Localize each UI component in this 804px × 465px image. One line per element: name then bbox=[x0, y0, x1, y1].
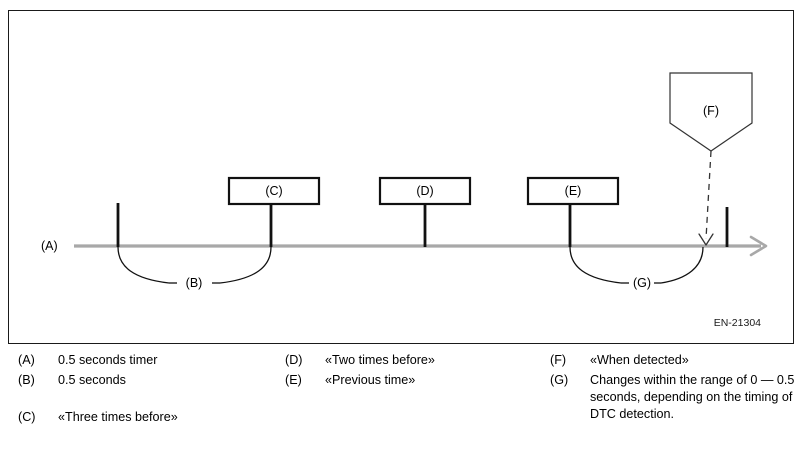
legend: (A) 0.5 seconds timer (B) 0.5 seconds (C… bbox=[0, 352, 804, 465]
legend-item-g: (G) Changes within the range of 0 — 0.5 … bbox=[550, 372, 800, 423]
callout-f-leader-line bbox=[705, 150, 712, 240]
callout-f-shape bbox=[669, 72, 753, 152]
callout-f-arrowhead bbox=[698, 233, 714, 246]
legend-column-middle: (D) «Two times before» (E) «Previous tim… bbox=[285, 352, 540, 392]
legend-column-left: (A) 0.5 seconds timer (B) 0.5 seconds (C… bbox=[18, 352, 273, 429]
legend-text-c: «Three times before» bbox=[58, 410, 178, 424]
legend-item-d: (D) «Two times before» bbox=[285, 352, 540, 369]
callout-f: (F) bbox=[669, 72, 753, 246]
bracket-g-right-curve bbox=[660, 246, 704, 284]
legend-item-b: (B) 0.5 seconds bbox=[18, 372, 273, 389]
bracket-b-right-curve bbox=[219, 246, 272, 284]
event-e: (E) bbox=[526, 176, 620, 247]
legend-item-e: (E) «Previous time» bbox=[285, 372, 540, 389]
box-d-label: (D) bbox=[416, 184, 433, 198]
legend-key-g: (G) bbox=[550, 373, 569, 387]
timing-diagram: (A) (B) (C) (D) bbox=[41, 72, 768, 329]
box-c bbox=[227, 176, 321, 206]
legend-key-b: (B) bbox=[18, 373, 35, 387]
timeline-arrowhead bbox=[749, 235, 768, 257]
legend-key-f: (F) bbox=[550, 353, 567, 367]
diagram-frame: (A) (B) (C) (D) bbox=[8, 10, 794, 344]
legend-text-d: «Two times before» bbox=[325, 353, 435, 367]
bracket-g: (G) bbox=[569, 246, 704, 290]
legend-key-d: (D) bbox=[285, 353, 303, 367]
axis-label-a: (A) bbox=[41, 239, 58, 253]
event-d: (D) bbox=[378, 176, 472, 247]
timeline-axis bbox=[74, 235, 768, 257]
bracket-g-label: (G) bbox=[633, 276, 651, 290]
legend-key-e: (E) bbox=[285, 373, 302, 387]
legend-item-f: (F) «When detected» bbox=[550, 352, 800, 369]
box-e-label: (E) bbox=[565, 184, 582, 198]
bracket-b-left-curve bbox=[117, 246, 170, 284]
box-e bbox=[526, 176, 620, 206]
callout-f-label: (F) bbox=[703, 104, 719, 118]
legend-key-a: (A) bbox=[18, 353, 35, 367]
legend-text-a: 0.5 seconds timer bbox=[58, 353, 158, 367]
legend-text-e: «Previous time» bbox=[325, 373, 416, 387]
event-c: (C) bbox=[227, 176, 321, 247]
bracket-b: (B) bbox=[117, 246, 272, 290]
legend-item-c: (C) «Three times before» bbox=[18, 409, 273, 426]
legend-key-c: (C) bbox=[18, 410, 36, 424]
bracket-g-left-curve bbox=[569, 246, 622, 284]
legend-spacer bbox=[18, 392, 273, 409]
legend-text-b: 0.5 seconds bbox=[58, 373, 126, 387]
legend-text-g: Changes within the range of 0 — 0.5 seco… bbox=[590, 373, 795, 421]
box-d bbox=[378, 176, 472, 206]
legend-item-a: (A) 0.5 seconds timer bbox=[18, 352, 273, 369]
legend-column-right: (F) «When detected» (G) Changes within t… bbox=[550, 352, 800, 426]
bracket-b-label: (B) bbox=[186, 276, 203, 290]
legend-text-f: «When detected» bbox=[590, 353, 689, 367]
figure-code: EN-21304 bbox=[714, 317, 761, 329]
box-c-label: (C) bbox=[265, 184, 282, 198]
